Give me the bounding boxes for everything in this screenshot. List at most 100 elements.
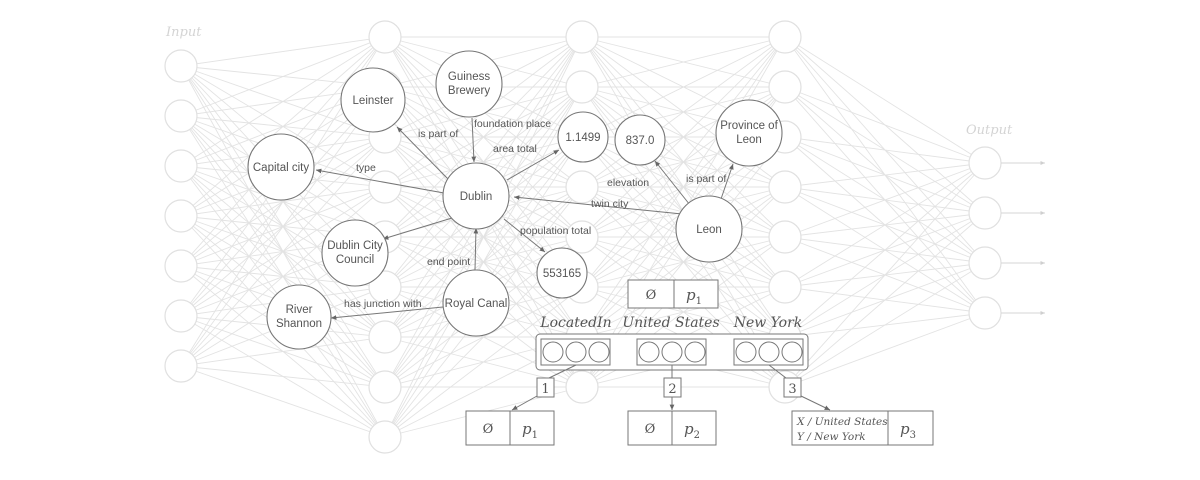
network-connection [784, 162, 986, 338]
token-cell-new-york [733, 338, 804, 366]
edge-label-has-junction: has junction with [344, 298, 422, 310]
network-neuron [768, 170, 802, 204]
network-connection [180, 36, 386, 67]
kg-edge-labels: is part of foundation place area total t… [344, 118, 726, 310]
network-neuron [368, 270, 402, 304]
kg-node-population-value: 553165 [536, 247, 588, 299]
step-box-2: 2 [663, 377, 682, 398]
edge-label-is-part-of-2: is part of [686, 173, 726, 185]
network-connection [384, 286, 583, 438]
bottom-box-3-p: p3 [900, 420, 916, 441]
token-label-locatedin: LocatedIn [539, 315, 611, 331]
network-connection [784, 162, 986, 288]
kg-nodes: Leinster Guiness Brewery Capital city Du… [247, 50, 783, 350]
step-box-1: 1 [536, 377, 555, 398]
network-neuron [368, 370, 402, 404]
svg-text:837.0: 837.0 [626, 135, 655, 147]
kg-node-guiness-brewery: Guiness Brewery [435, 50, 503, 118]
bottom-box-1: Ø p1 [465, 410, 555, 446]
network-connection [581, 36, 786, 88]
svg-text:553165: 553165 [543, 268, 581, 280]
svg-text:3: 3 [788, 382, 796, 397]
network-connection [784, 86, 986, 164]
network-neuron [565, 20, 599, 54]
token-cell-united-states [636, 338, 707, 366]
token-label-united-states: United States [622, 315, 719, 331]
edge-label-twin-city: twin city [591, 198, 629, 210]
triple-section: Ø p1 LocatedIn United States New York [465, 279, 934, 446]
network-connection [180, 186, 386, 367]
kg-node-river-shannon: River Shannon [266, 284, 332, 350]
svg-text:Royal Canal: Royal Canal [445, 298, 508, 310]
network-connection [180, 365, 386, 438]
network-connection [581, 36, 786, 338]
network-neuron [565, 170, 599, 204]
kg-edges [315, 117, 734, 320]
network-connection [581, 36, 786, 188]
network-connection [180, 365, 386, 388]
network-connection [784, 36, 986, 164]
network-neuron [968, 196, 1002, 230]
network-neurons [164, 20, 1002, 454]
svg-text:Leon: Leon [696, 224, 722, 236]
network-connection [180, 36, 386, 217]
network-connection [384, 86, 583, 438]
svg-text:1: 1 [541, 382, 549, 397]
network-connection [784, 162, 986, 188]
network-connection [784, 136, 986, 164]
network-neuron [968, 246, 1002, 280]
bottom-box-3: X / United States Y / New York p3 [791, 410, 934, 446]
edge-label-is-part-of-1: is part of [418, 128, 458, 140]
svg-text:Leon: Leon [736, 134, 762, 146]
network-neuron [164, 249, 198, 283]
edge-label-area-total: area total [493, 143, 537, 155]
svg-text:Dublin City: Dublin City [327, 240, 383, 252]
network-connection [384, 36, 583, 288]
kg-node-leon: Leon [675, 195, 743, 263]
svg-text:Shannon: Shannon [276, 318, 322, 330]
network-neuron [768, 70, 802, 104]
top-box-p: p1 [686, 286, 702, 307]
network-connection [384, 36, 583, 438]
network-connection [180, 136, 386, 367]
edge-label-population-total: population total [520, 225, 591, 237]
bottom-box-3-y: Y / New York [797, 431, 866, 443]
bottom-box-3-x: X / United States [796, 416, 888, 428]
network-connection [581, 36, 786, 138]
svg-text:Province of: Province of [720, 120, 778, 132]
network-connection [784, 162, 986, 388]
edge-guiness-dublin [471, 117, 477, 163]
network-neuron [164, 199, 198, 233]
bottom-box-2-empty: Ø [645, 422, 656, 437]
network-connection [180, 36, 386, 167]
kg-node-elevation-value: 837.0 [614, 114, 666, 166]
network-connection [784, 312, 986, 388]
svg-text:Leinster: Leinster [353, 95, 394, 107]
edge-leon-dublin [513, 195, 683, 215]
bottom-box-2-p: p2 [684, 420, 700, 441]
step-box-3: 3 [783, 377, 802, 398]
network-connection [581, 36, 786, 238]
svg-text:Brewery: Brewery [448, 85, 490, 97]
svg-text:River: River [286, 304, 313, 316]
bottom-box-2: Ø p2 [627, 410, 717, 446]
connector-1 [548, 364, 577, 379]
network-connection [784, 262, 986, 388]
edge-dublin-council [382, 217, 453, 240]
top-output-box: Ø p1 [627, 279, 719, 309]
network-connection [180, 86, 386, 367]
network-neuron [368, 20, 402, 54]
edge-leon-province [720, 163, 734, 200]
network-neuron [164, 299, 198, 333]
network-connection [384, 36, 583, 238]
token-label-new-york: New York [733, 315, 803, 331]
output-label: Output [966, 123, 1013, 138]
output-arrows [1001, 161, 1045, 315]
arrow-step-3 [800, 395, 831, 411]
network-neuron [768, 20, 802, 54]
svg-text:1.1499: 1.1499 [565, 132, 600, 144]
network-neuron [565, 70, 599, 104]
network-connection [180, 336, 386, 367]
edge-label-elevation: elevation [607, 177, 649, 189]
